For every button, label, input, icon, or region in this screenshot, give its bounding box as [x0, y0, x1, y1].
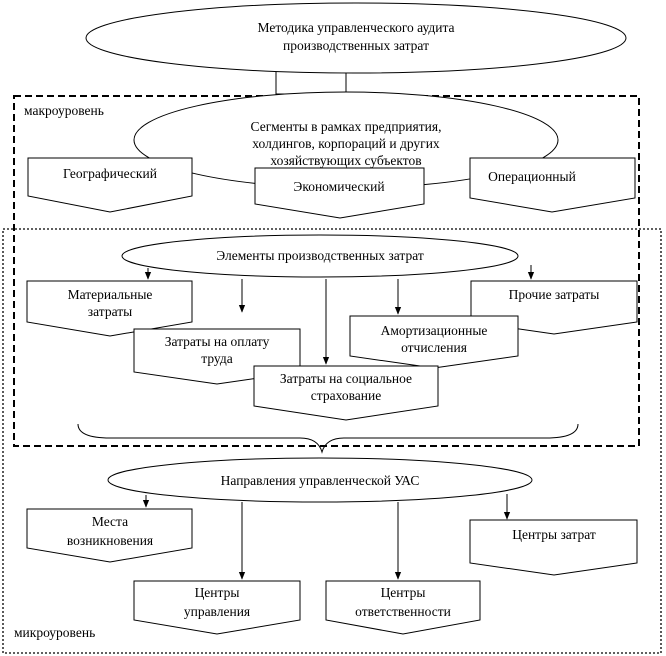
svg-text:Методика управленческого аудит: Методика управленческого аудита — [258, 20, 455, 35]
element-material: Материальные затраты — [26, 280, 193, 337]
title-node: Методика управленческого аудита производ… — [85, 2, 627, 74]
macro-level-label: макроуровень — [24, 103, 104, 118]
svg-text:Направления управленческой УАС: Направления управленческой УАС — [221, 473, 420, 488]
svg-text:Центры затрат: Центры затрат — [512, 527, 596, 542]
svg-text:Материальные: Материальные — [68, 287, 153, 302]
direction-cost-centers: Центры затрат — [469, 519, 638, 576]
svg-text:холдингов, корпораций и других: холдингов, корпораций и других — [252, 136, 440, 151]
svg-text:Места: Места — [92, 514, 128, 529]
elements-brace — [77, 423, 579, 454]
svg-text:возникновения: возникновения — [67, 533, 153, 548]
svg-text:Затраты на социальное: Затраты на социальное — [280, 371, 412, 386]
micro-level-frame — [2, 228, 662, 654]
segments-node: Сегменты в рамках предприятия, холдингов… — [133, 91, 559, 189]
svg-text:Затраты на оплату: Затраты на оплату — [165, 334, 270, 349]
directions-arrows — [142, 494, 511, 580]
svg-text:Центры: Центры — [381, 585, 426, 600]
svg-text:Центры: Центры — [195, 585, 240, 600]
direction-responsibility: Центры ответственности — [325, 580, 481, 635]
svg-text:Экономический: Экономический — [293, 179, 384, 194]
svg-text:управления: управления — [184, 604, 250, 619]
svg-text:отчисления: отчисления — [401, 340, 467, 355]
svg-text:ответственности: ответственности — [355, 604, 451, 619]
element-social: Затраты на социальное страхование — [253, 365, 439, 421]
element-amortization: Амортизационные отчисления — [349, 315, 519, 369]
svg-text:Географический: Географический — [63, 166, 157, 181]
micro-level-label: микроуровень — [14, 625, 95, 640]
svg-text:труда: труда — [201, 351, 232, 366]
title-connector — [275, 72, 347, 95]
elements-node: Элементы производственных затрат — [121, 234, 519, 278]
svg-text:страхование: страхование — [311, 388, 381, 403]
segment-operational: Операционный — [469, 157, 636, 213]
svg-text:Операционный: Операционный — [488, 169, 576, 184]
svg-text:Элементы производственных затр: Элементы производственных затрат — [216, 248, 424, 263]
svg-text:Сегменты в рамках предприятия,: Сегменты в рамках предприятия, — [251, 119, 442, 134]
svg-text:Амортизационные: Амортизационные — [381, 323, 488, 338]
svg-text:Прочие затраты: Прочие затраты — [509, 287, 600, 302]
segment-geographic: Географический — [27, 157, 193, 213]
direction-management: Центры управления — [133, 580, 301, 635]
svg-text:производственных затрат: производственных затрат — [283, 38, 429, 53]
directions-node: Направления управленческой УАС — [107, 457, 533, 503]
direction-origin: Места возникновения — [26, 508, 193, 563]
segment-economic: Экономический — [254, 167, 425, 219]
elements-arrows — [144, 265, 535, 365]
svg-text:хозяйствующих субъектов: хозяйствующих субъектов — [270, 153, 421, 168]
svg-text:затраты: затраты — [88, 304, 132, 319]
